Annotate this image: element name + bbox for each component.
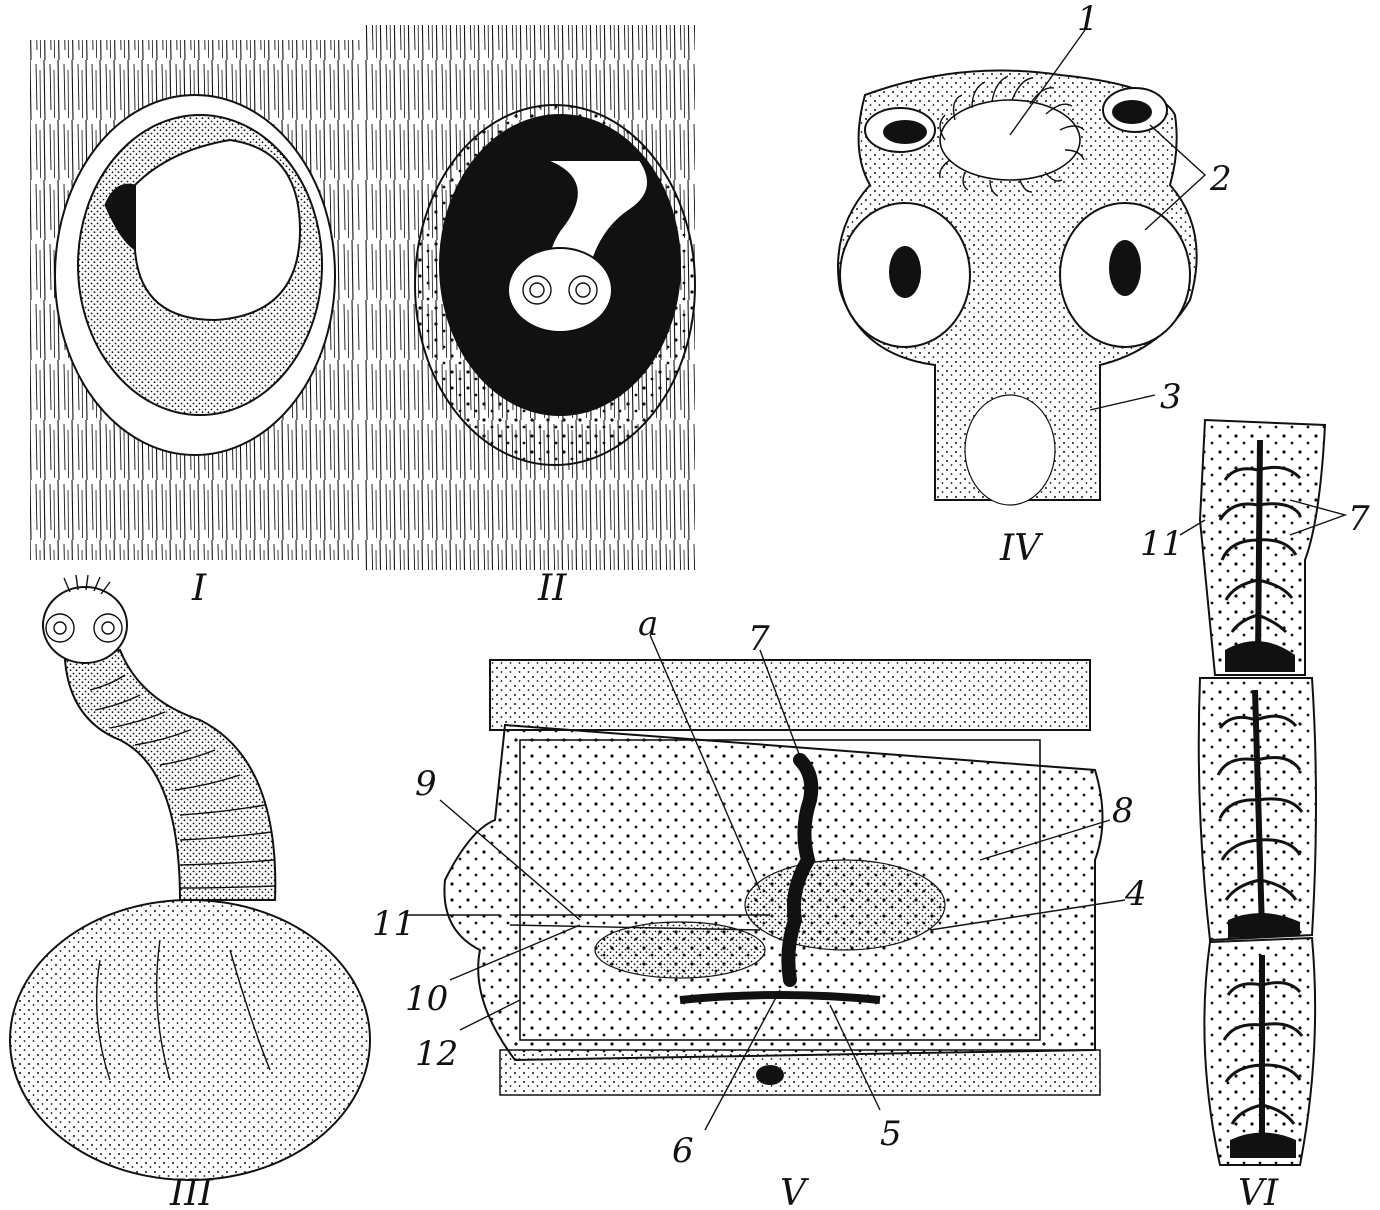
top-sucker-left-core-iv: [883, 120, 927, 144]
gravid-segment-3: [1204, 938, 1315, 1165]
panel-label-i: I: [191, 568, 207, 609]
panel-i-drawing: [30, 40, 360, 560]
label-4: 4: [1124, 874, 1147, 914]
label-1: 1: [1077, 0, 1099, 39]
invaginated-scolex-i: [135, 140, 300, 320]
label-5: 5: [880, 1114, 902, 1154]
panel-label-vi: VI: [1238, 1173, 1279, 1210]
panel-label-iv: IV: [999, 528, 1044, 569]
neck-oval-iv: [965, 395, 1055, 505]
label-11-vi: 11: [1140, 524, 1183, 564]
panel-vi-drawing: [1180, 420, 1345, 1165]
label-7-v: 7: [748, 619, 770, 659]
label-11-v: 11: [372, 904, 415, 944]
ovary-v: [745, 860, 945, 950]
label-2: 2: [1209, 159, 1232, 199]
label-10: 10: [405, 979, 448, 1019]
sucker-left-core-iv: [889, 246, 921, 298]
label-7-vi: 7: [1348, 499, 1370, 539]
panel-label-v: V: [780, 1173, 810, 1210]
ovary-lobe-v: [595, 922, 765, 978]
gravid-segment-2: [1199, 678, 1316, 940]
prev-segment-v: [490, 660, 1090, 730]
next-segment-v: [500, 1050, 1100, 1095]
sucker-right-core-iv: [1109, 240, 1141, 296]
top-sucker-right-core-iv: [1112, 100, 1152, 124]
panel-iv-drawing: [838, 30, 1205, 505]
panel-v-drawing: [405, 635, 1125, 1130]
label-3: 3: [1160, 377, 1182, 417]
bladder-iii: [10, 900, 370, 1180]
label-9: 9: [415, 764, 437, 804]
label-8: 8: [1112, 791, 1134, 831]
gravid-segment-1: [1200, 420, 1325, 675]
panel-ii-drawing: [365, 25, 695, 570]
label-a: a: [638, 604, 658, 644]
label-12: 12: [415, 1034, 458, 1074]
panel-label-ii: II: [537, 568, 567, 609]
panel-label-iii: III: [169, 1173, 213, 1210]
genital-pore-dot-v: [756, 1065, 784, 1085]
label-6: 6: [672, 1131, 694, 1171]
panel-iii-drawing: [10, 575, 370, 1180]
